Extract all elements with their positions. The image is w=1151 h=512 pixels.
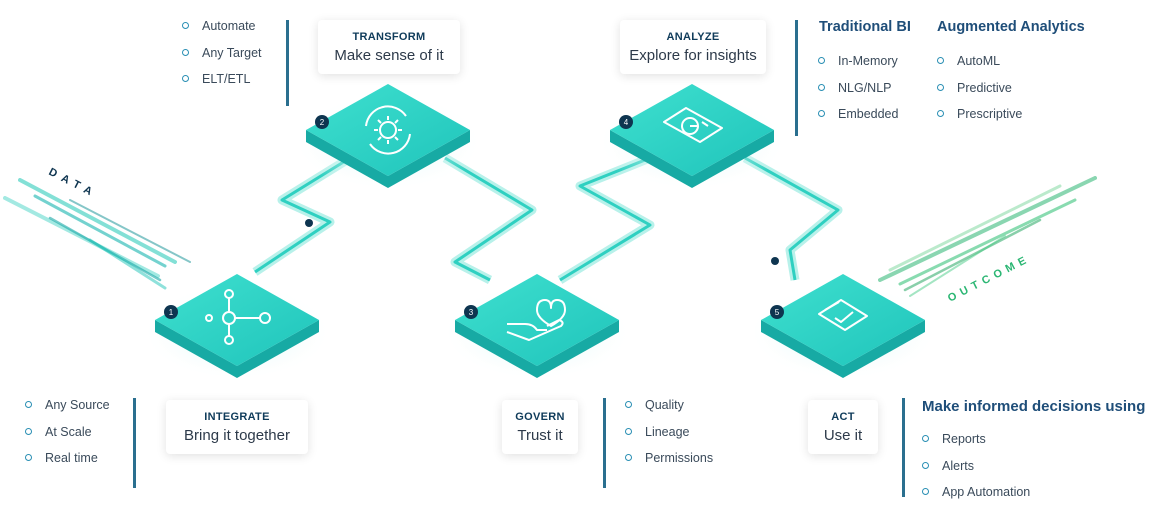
- list-item: Lineage: [625, 425, 713, 452]
- stage-subtitle: Make sense of it: [334, 47, 444, 64]
- hand-heart-icon: [506, 299, 566, 341]
- list-item: Alerts: [922, 459, 1030, 486]
- pie-chart-icon: [663, 107, 723, 143]
- data-flow-label: DATA: [47, 166, 100, 201]
- stage-tile-1: 1: [142, 274, 332, 380]
- stage-number-badge: [770, 305, 784, 319]
- stage-title: ACT: [831, 411, 855, 423]
- stage-tile-5: 5: [748, 274, 938, 380]
- stage-number-badge: [464, 305, 478, 319]
- gear-refresh-icon: [365, 105, 411, 155]
- outcome-stream-lines: [878, 176, 1097, 297]
- divider-line: [133, 398, 136, 488]
- list-item: Automate: [182, 19, 262, 46]
- stage-number: 1: [169, 308, 174, 317]
- list-item: Quality: [625, 398, 713, 425]
- list-item: AutoML: [937, 54, 1022, 81]
- list-item: NLG/NLP: [818, 81, 898, 108]
- stage-subtitle: Bring it together: [184, 427, 290, 444]
- divider-line: [286, 20, 289, 106]
- stage-number: 4: [624, 118, 629, 127]
- stage-number: 3: [469, 308, 474, 317]
- outcome-flow-label: OUTCOME: [946, 253, 1033, 305]
- connector-paths: [252, 153, 843, 285]
- stage-subtitle: Use it: [823, 427, 863, 444]
- transform-feature-list: Automate Any Target ELT/ETL: [182, 19, 262, 99]
- list-item: Embedded: [818, 107, 898, 134]
- clipboard-check-icon: [818, 299, 868, 331]
- list-item: App Automation: [922, 485, 1030, 512]
- list-item: Any Source: [25, 398, 110, 425]
- stage-tile-4: 4: [597, 84, 787, 190]
- stage-title: GOVERN: [515, 411, 565, 423]
- govern-feature-list: Quality Lineage Permissions: [625, 398, 713, 478]
- stage-number-badge: [164, 305, 178, 319]
- integrate-feature-list: Any Source At Scale Real time: [25, 398, 110, 478]
- divider-line: [795, 20, 798, 136]
- stage-label-analyze: ANALYZE Explore for insights: [620, 20, 766, 74]
- list-item: Reports: [922, 432, 1030, 459]
- stage-label-act: ACT Use it: [808, 400, 878, 454]
- list-item: Real time: [25, 451, 110, 478]
- network-nodes-icon: [205, 289, 271, 345]
- stage-number: 2: [320, 118, 325, 127]
- act-decision-list: Reports Alerts App Automation: [922, 432, 1030, 512]
- stage-tile-3: 3: [442, 274, 632, 380]
- stage-label-govern: GOVERN Trust it: [502, 400, 578, 454]
- list-item: At Scale: [25, 425, 110, 452]
- divider-line: [902, 398, 905, 497]
- stage-number-badge: [315, 115, 329, 129]
- stage-tile-2: 2: [293, 84, 483, 190]
- pipeline-diagram: 1 2 3 4: [3, 84, 1097, 380]
- traditional-bi-list: In-Memory NLG/NLP Embedded: [818, 54, 898, 134]
- act-panel-heading: Make informed decisions using: [922, 398, 1146, 415]
- augmented-analytics-heading: Augmented Analytics: [937, 19, 1085, 35]
- stage-label-transform: TRANSFORM Make sense of it: [318, 20, 460, 74]
- stage-label-integrate: INTEGRATE Bring it together: [166, 400, 308, 454]
- data-stream-lines: [3, 178, 191, 290]
- list-item: Prescriptive: [937, 107, 1022, 134]
- stage-title: INTEGRATE: [204, 411, 270, 423]
- stage-number-badge: [619, 115, 633, 129]
- list-item: Permissions: [625, 451, 713, 478]
- stage-subtitle: Trust it: [517, 427, 563, 444]
- stage-title: ANALYZE: [666, 31, 720, 43]
- divider-line: [603, 398, 606, 488]
- stage-title: TRANSFORM: [352, 31, 426, 43]
- connector-dot: [771, 257, 779, 265]
- list-item: ELT/ETL: [182, 72, 262, 99]
- list-item: Predictive: [937, 81, 1022, 108]
- list-item: In-Memory: [818, 54, 898, 81]
- stage-subtitle: Explore for insights: [629, 47, 757, 64]
- augmented-analytics-list: AutoML Predictive Prescriptive: [937, 54, 1022, 134]
- traditional-bi-heading: Traditional BI: [819, 19, 911, 35]
- stage-number: 5: [775, 308, 780, 317]
- connector-dot: [305, 219, 313, 227]
- list-item: Any Target: [182, 46, 262, 73]
